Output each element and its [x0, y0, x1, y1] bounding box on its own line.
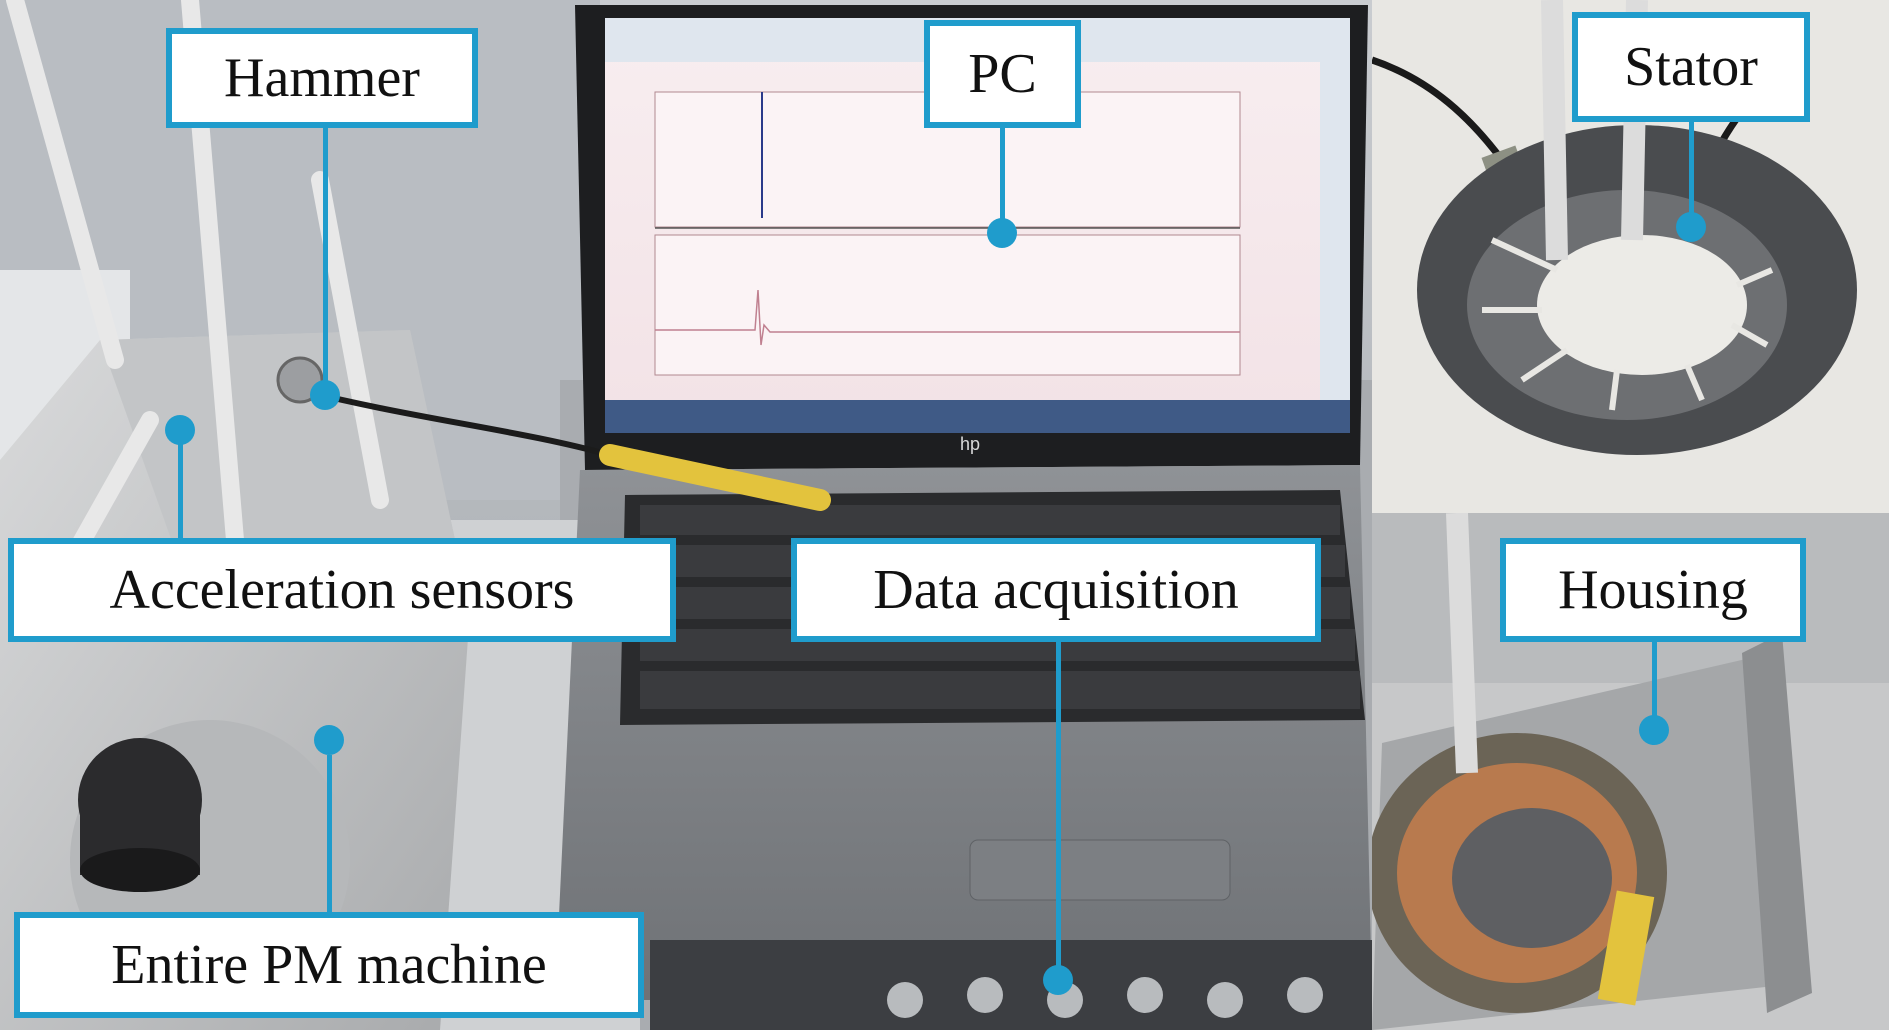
acceleration-sensors-leader — [178, 430, 183, 542]
entire-pm-machine-label: Entire PM machine — [14, 912, 644, 1018]
hammer-leader — [323, 125, 328, 393]
main-photo: hp — [0, 0, 1372, 1030]
data-acquisition-label-text: Data acquisition — [873, 559, 1239, 621]
hammer-label-text: Hammer — [224, 47, 420, 109]
acceleration-sensors-label: Acceleration sensors — [8, 538, 676, 642]
stator-label: Stator — [1572, 12, 1810, 122]
stator-marker — [1676, 212, 1706, 242]
pc-label: PC — [924, 20, 1081, 128]
data-acquisition-label: Data acquisition — [791, 538, 1321, 642]
entire-pm-machine-label-text: Entire PM machine — [111, 934, 547, 996]
pc-marker — [987, 218, 1017, 248]
housing-label: Housing — [1500, 538, 1806, 642]
data-acquisition-marker — [1043, 965, 1073, 995]
acceleration-sensors-marker — [165, 415, 195, 445]
housing-leader — [1652, 640, 1657, 728]
hammer-marker — [310, 380, 340, 410]
entire-pm-machine-marker — [314, 725, 344, 755]
acceleration-sensors-label-text: Acceleration sensors — [109, 559, 575, 621]
stator-leader — [1689, 100, 1694, 228]
laptop-brand: hp — [960, 434, 980, 454]
data-acquisition-leader — [1056, 640, 1061, 977]
housing-label-text: Housing — [1558, 559, 1748, 621]
pc-label-text: PC — [968, 43, 1037, 105]
stator-label-text: Stator — [1624, 36, 1758, 98]
housing-marker — [1639, 715, 1669, 745]
entire-pm-machine-leader — [327, 755, 332, 920]
pc-leader — [1000, 125, 1005, 233]
hammer-label: Hammer — [166, 28, 478, 128]
